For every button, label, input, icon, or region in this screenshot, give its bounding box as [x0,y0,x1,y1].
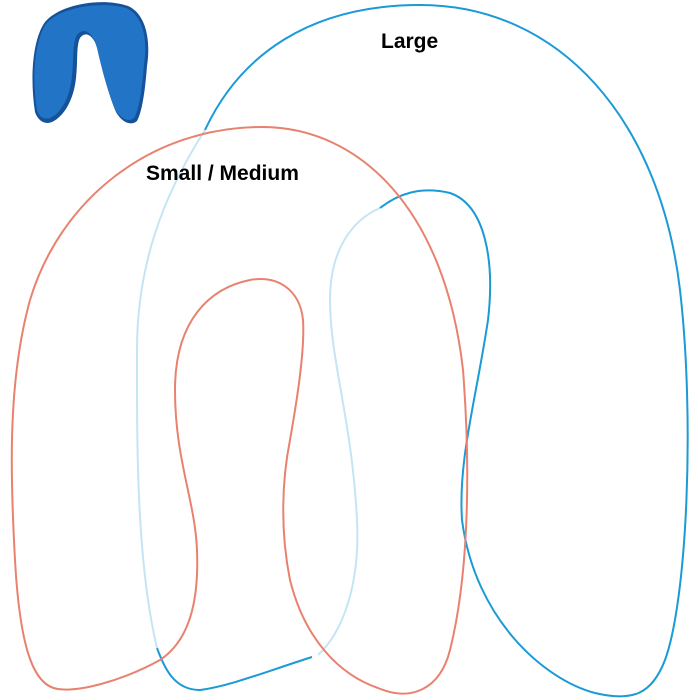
large-outline [156,3,689,698]
u-shaped-pillow-icon [32,2,149,124]
label-large: Large [381,30,438,53]
label-small-medium: Small / Medium [146,162,299,185]
pillow-body [34,5,146,120]
small-medium-outline [10,125,469,695]
large-outline-faded [135,129,381,656]
